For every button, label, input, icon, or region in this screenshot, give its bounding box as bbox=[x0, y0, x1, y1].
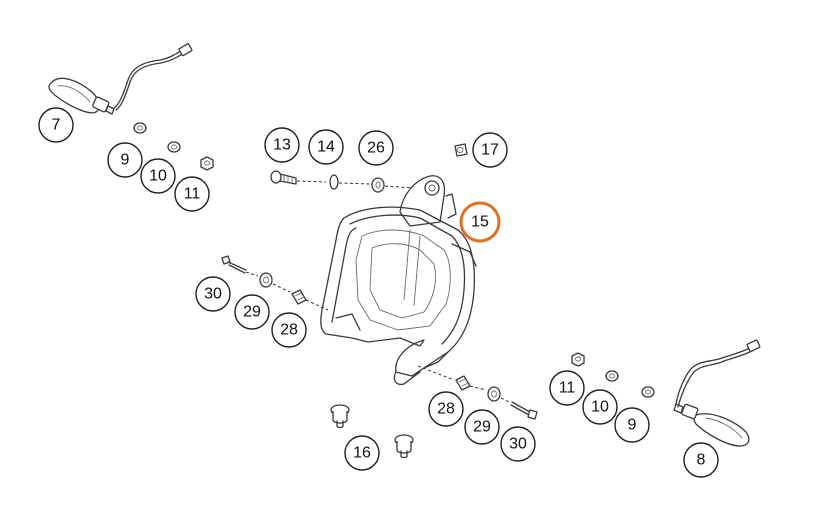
callout-29-right[interactable]: 29 bbox=[464, 409, 500, 445]
spacer-28-right[interactable] bbox=[455, 375, 471, 391]
callout-14[interactable]: 14 bbox=[308, 129, 344, 165]
callout-8[interactable]: 8 bbox=[683, 442, 719, 478]
callout-11-right[interactable]: 11 bbox=[549, 370, 585, 406]
callout-28-right[interactable]: 28 bbox=[428, 391, 464, 427]
callout-9-left-label: 9 bbox=[121, 152, 130, 169]
bushing-17[interactable] bbox=[454, 143, 468, 157]
callout-7[interactable]: 7 bbox=[38, 107, 74, 143]
callout-26[interactable]: 26 bbox=[358, 130, 394, 166]
washer-14[interactable] bbox=[329, 174, 339, 190]
callout-30-left-label: 30 bbox=[204, 286, 222, 303]
callout-30-right[interactable]: 30 bbox=[500, 426, 536, 462]
callout-9-right[interactable]: 9 bbox=[614, 407, 650, 443]
spacer-26[interactable] bbox=[371, 177, 385, 193]
callout-10-right[interactable]: 10 bbox=[582, 389, 618, 425]
washer-10-left[interactable] bbox=[167, 141, 181, 153]
callout-15-label: 15 bbox=[471, 214, 489, 231]
callout-29-right-label: 29 bbox=[473, 419, 491, 436]
callout-28-right-label: 28 bbox=[437, 401, 455, 418]
callout-15-highlighted[interactable]: 15 bbox=[459, 201, 501, 243]
washer-10-right[interactable] bbox=[605, 370, 619, 382]
nut-11-right[interactable] bbox=[571, 352, 585, 367]
callout-30-left[interactable]: 30 bbox=[195, 276, 231, 312]
callout-28-left[interactable]: 28 bbox=[271, 312, 307, 348]
callout-14-label: 14 bbox=[317, 139, 335, 156]
callout-9-right-label: 9 bbox=[628, 417, 637, 434]
callout-17-label: 17 bbox=[481, 142, 499, 159]
callout-10-left[interactable]: 10 bbox=[140, 158, 176, 194]
callout-9-left[interactable]: 9 bbox=[107, 142, 143, 178]
screw-13[interactable] bbox=[270, 170, 297, 185]
callout-28-left-label: 28 bbox=[280, 322, 298, 339]
callout-29-left-label: 29 bbox=[243, 304, 261, 321]
callout-11-left[interactable]: 11 bbox=[174, 176, 210, 212]
callout-29-left[interactable]: 29 bbox=[234, 294, 270, 330]
buffer-16-lower[interactable] bbox=[394, 434, 414, 459]
buffer-16-upper[interactable] bbox=[330, 404, 350, 429]
callout-11-right-label: 11 bbox=[559, 380, 576, 397]
callout-16-label: 16 bbox=[353, 445, 371, 462]
spacer-28-left[interactable] bbox=[291, 289, 307, 305]
grommet-29-right[interactable] bbox=[487, 386, 501, 402]
callout-8-label: 8 bbox=[697, 452, 706, 469]
callout-11-left-label: 11 bbox=[184, 186, 201, 203]
callout-10-right-label: 10 bbox=[591, 399, 609, 416]
washer-9-right[interactable] bbox=[641, 386, 655, 398]
headlight-housing[interactable] bbox=[320, 175, 477, 386]
screw-30-right[interactable] bbox=[510, 401, 538, 420]
callout-13-label: 13 bbox=[273, 137, 291, 154]
callout-7-label: 7 bbox=[52, 117, 61, 134]
grommet-29-left[interactable] bbox=[259, 272, 273, 288]
screw-30-left[interactable] bbox=[221, 255, 247, 274]
callout-17[interactable]: 17 bbox=[472, 132, 508, 168]
callout-16[interactable]: 16 bbox=[344, 435, 380, 471]
callout-10-left-label: 10 bbox=[149, 168, 167, 185]
right-turn-signal[interactable] bbox=[673, 339, 761, 447]
washer-9-left[interactable] bbox=[133, 122, 147, 134]
callout-13[interactable]: 13 bbox=[264, 127, 300, 163]
nut-11-left[interactable] bbox=[200, 156, 214, 171]
callout-30-right-label: 30 bbox=[509, 436, 527, 453]
left-turn-signal[interactable] bbox=[48, 43, 193, 115]
callout-26-label: 26 bbox=[367, 140, 385, 157]
